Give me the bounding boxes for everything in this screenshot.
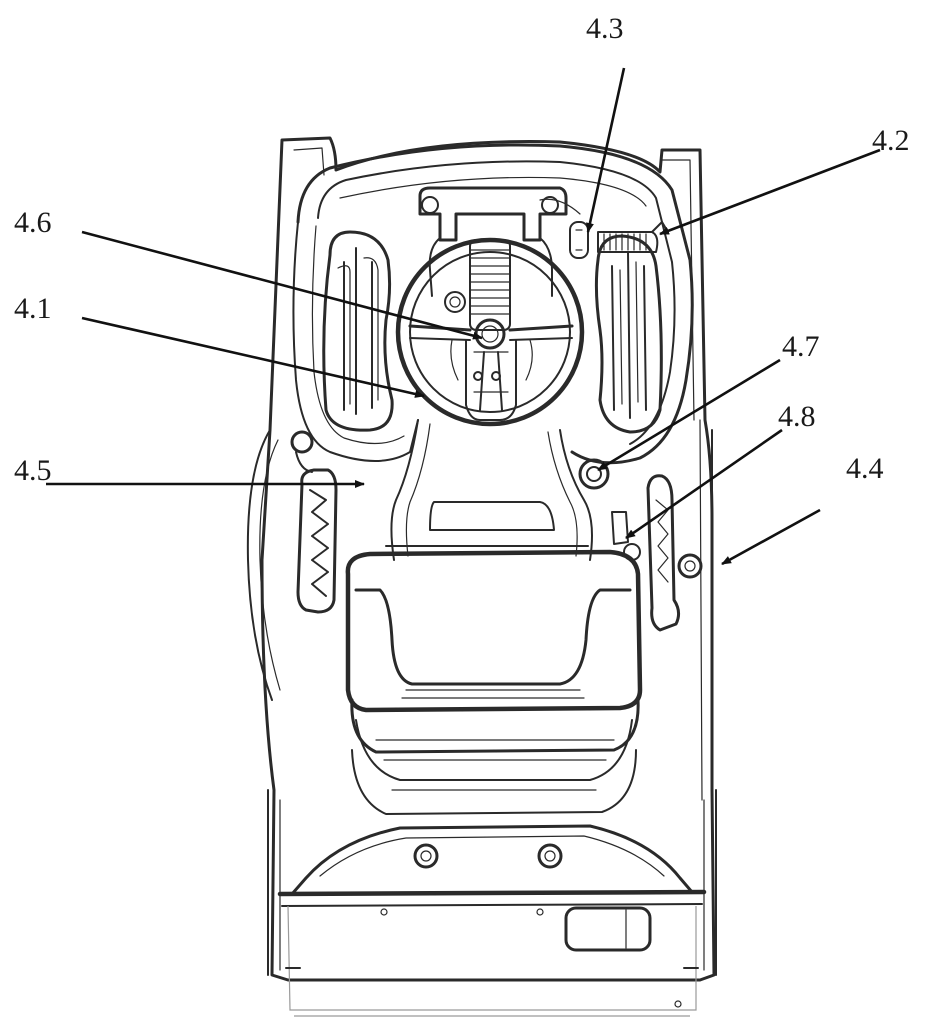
label-4-4: 4.4 — [846, 452, 884, 485]
right-foot-pad — [646, 474, 681, 632]
label-4-3: 4.3 — [586, 12, 624, 45]
steering-wheel — [395, 237, 585, 427]
floor-tunnel — [390, 419, 593, 561]
label-4-8: 4.8 — [778, 400, 816, 433]
leader-4-6 — [81, 230, 483, 340]
leader-4-1 — [81, 316, 425, 398]
vehicle-body — [246, 136, 717, 982]
leader-lines — [46, 67, 881, 566]
left-vent-panel — [322, 230, 394, 432]
throttle-switch — [611, 511, 629, 545]
right-vent-panel — [594, 234, 663, 434]
front-hood — [292, 143, 694, 465]
callout-labels: 4.3 4.2 4.6 4.1 4.7 4.8 4.5 4.4 — [14, 12, 910, 487]
label-4-5: 4.5 — [14, 454, 52, 487]
leader-4-7 — [597, 358, 781, 472]
brake-lever — [539, 198, 589, 259]
label-4-2: 4.2 — [872, 124, 910, 157]
leader-4-2 — [659, 148, 881, 236]
rear-deck — [277, 824, 707, 1017]
driver-seat — [345, 501, 643, 815]
steering-column-assembly — [418, 186, 568, 421]
leader-4-3 — [586, 67, 626, 233]
control-knob — [578, 458, 610, 490]
left-foot-pad — [290, 430, 338, 614]
label-4-7: 4.7 — [782, 330, 820, 363]
leader-4-4 — [721, 508, 821, 566]
label-4-1: 4.1 — [14, 292, 52, 325]
label-4-6: 4.6 — [14, 206, 52, 239]
leader-4-8 — [625, 428, 783, 540]
